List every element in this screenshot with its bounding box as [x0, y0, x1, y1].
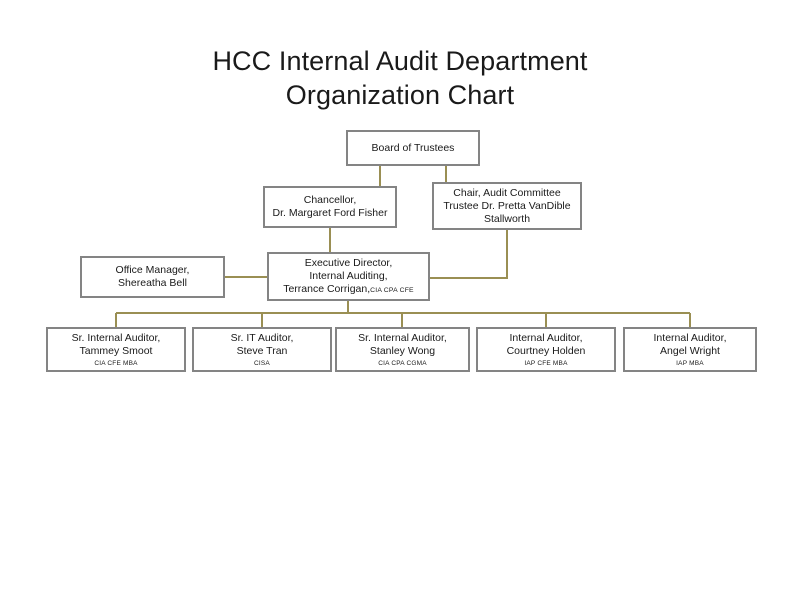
- org-node-auditor-credentials: IAP MBA: [676, 359, 704, 367]
- page-title-line-1: HCC Internal Audit Department: [212, 46, 588, 76]
- org-node-auditor-title: Sr. Internal Auditor,: [358, 331, 447, 344]
- org-node-auditor-credentials: IAP CFE MBA: [524, 359, 568, 367]
- page-title-line-2: Organization Chart: [285, 80, 515, 110]
- org-node-auditor[interactable]: Sr. IT Auditor, Steve Tran CISA: [192, 327, 332, 372]
- org-node-audit-chair-line-2: Trustee Dr. Pretta VanDible: [443, 199, 571, 212]
- org-node-auditor[interactable]: Internal Auditor, Courtney Holden IAP CF…: [476, 327, 616, 372]
- org-node-chancellor[interactable]: Chancellor, Dr. Margaret Ford Fisher: [263, 186, 397, 228]
- org-node-board-line-1: Board of Trustees: [371, 141, 455, 154]
- org-node-exec-director-line-2: Internal Auditing,: [309, 269, 388, 282]
- org-node-auditor-title: Internal Auditor,: [509, 331, 583, 344]
- org-node-exec-director-credentials: CIA CPA CFE: [370, 286, 414, 294]
- org-node-office-manager-line-1: Office Manager,: [115, 264, 190, 276]
- org-node-auditor[interactable]: Internal Auditor, Angel Wright IAP MBA: [623, 327, 757, 372]
- org-node-auditor[interactable]: Sr. Internal Auditor, Stanley Wong CIA C…: [335, 327, 470, 372]
- org-node-auditor-name: Angel Wright: [660, 344, 720, 357]
- org-node-auditor-name: Steve Tran: [236, 344, 288, 357]
- org-node-board-of-trustees[interactable]: Board of Trustees: [346, 130, 480, 166]
- org-node-chancellor-line-1: Chancellor,: [303, 194, 357, 206]
- org-node-exec-director-line-1: Executive Director,: [304, 256, 393, 269]
- org-node-audit-chair-line-1: Chair, Audit Committee: [453, 186, 561, 199]
- org-node-audit-committee-chair[interactable]: Chair, Audit Committee Trustee Dr. Prett…: [432, 182, 582, 230]
- page-title: HCC Internal Audit Department Organizati…: [0, 44, 800, 112]
- org-node-executive-director[interactable]: Executive Director, Internal Auditing, T…: [267, 252, 430, 301]
- org-node-auditor-credentials: CIA CFE MBA: [94, 359, 138, 367]
- org-node-auditor[interactable]: Sr. Internal Auditor, Tammey Smoot CIA C…: [46, 327, 186, 372]
- org-node-office-manager[interactable]: Office Manager, Shereatha Bell: [80, 256, 225, 298]
- org-node-chancellor-line-2: Dr. Margaret Ford Fisher: [272, 207, 388, 219]
- connector-audit-chair-to-exec: [430, 230, 508, 279]
- org-node-auditor-name: Courtney Holden: [506, 344, 586, 357]
- org-node-exec-director-line-3: Terrance Corrigan,CIA CPA CFE: [283, 283, 414, 297]
- org-node-office-manager-line-2: Shereatha Bell: [118, 277, 187, 289]
- org-node-exec-director-name: Terrance Corrigan,: [283, 282, 371, 295]
- org-node-auditor-credentials: CIA CPA CGMA: [378, 359, 427, 367]
- org-node-auditor-credentials: CISA: [254, 359, 270, 367]
- org-node-auditor-name: Stanley Wong: [369, 344, 436, 357]
- org-node-auditor-title: Internal Auditor,: [653, 331, 727, 344]
- org-node-audit-chair-line-3: Stallworth: [483, 212, 531, 225]
- org-node-auditor-name: Tammey Smoot: [79, 344, 153, 357]
- org-node-auditor-title: Sr. IT Auditor,: [230, 331, 294, 344]
- org-node-auditor-title: Sr. Internal Auditor,: [71, 331, 161, 344]
